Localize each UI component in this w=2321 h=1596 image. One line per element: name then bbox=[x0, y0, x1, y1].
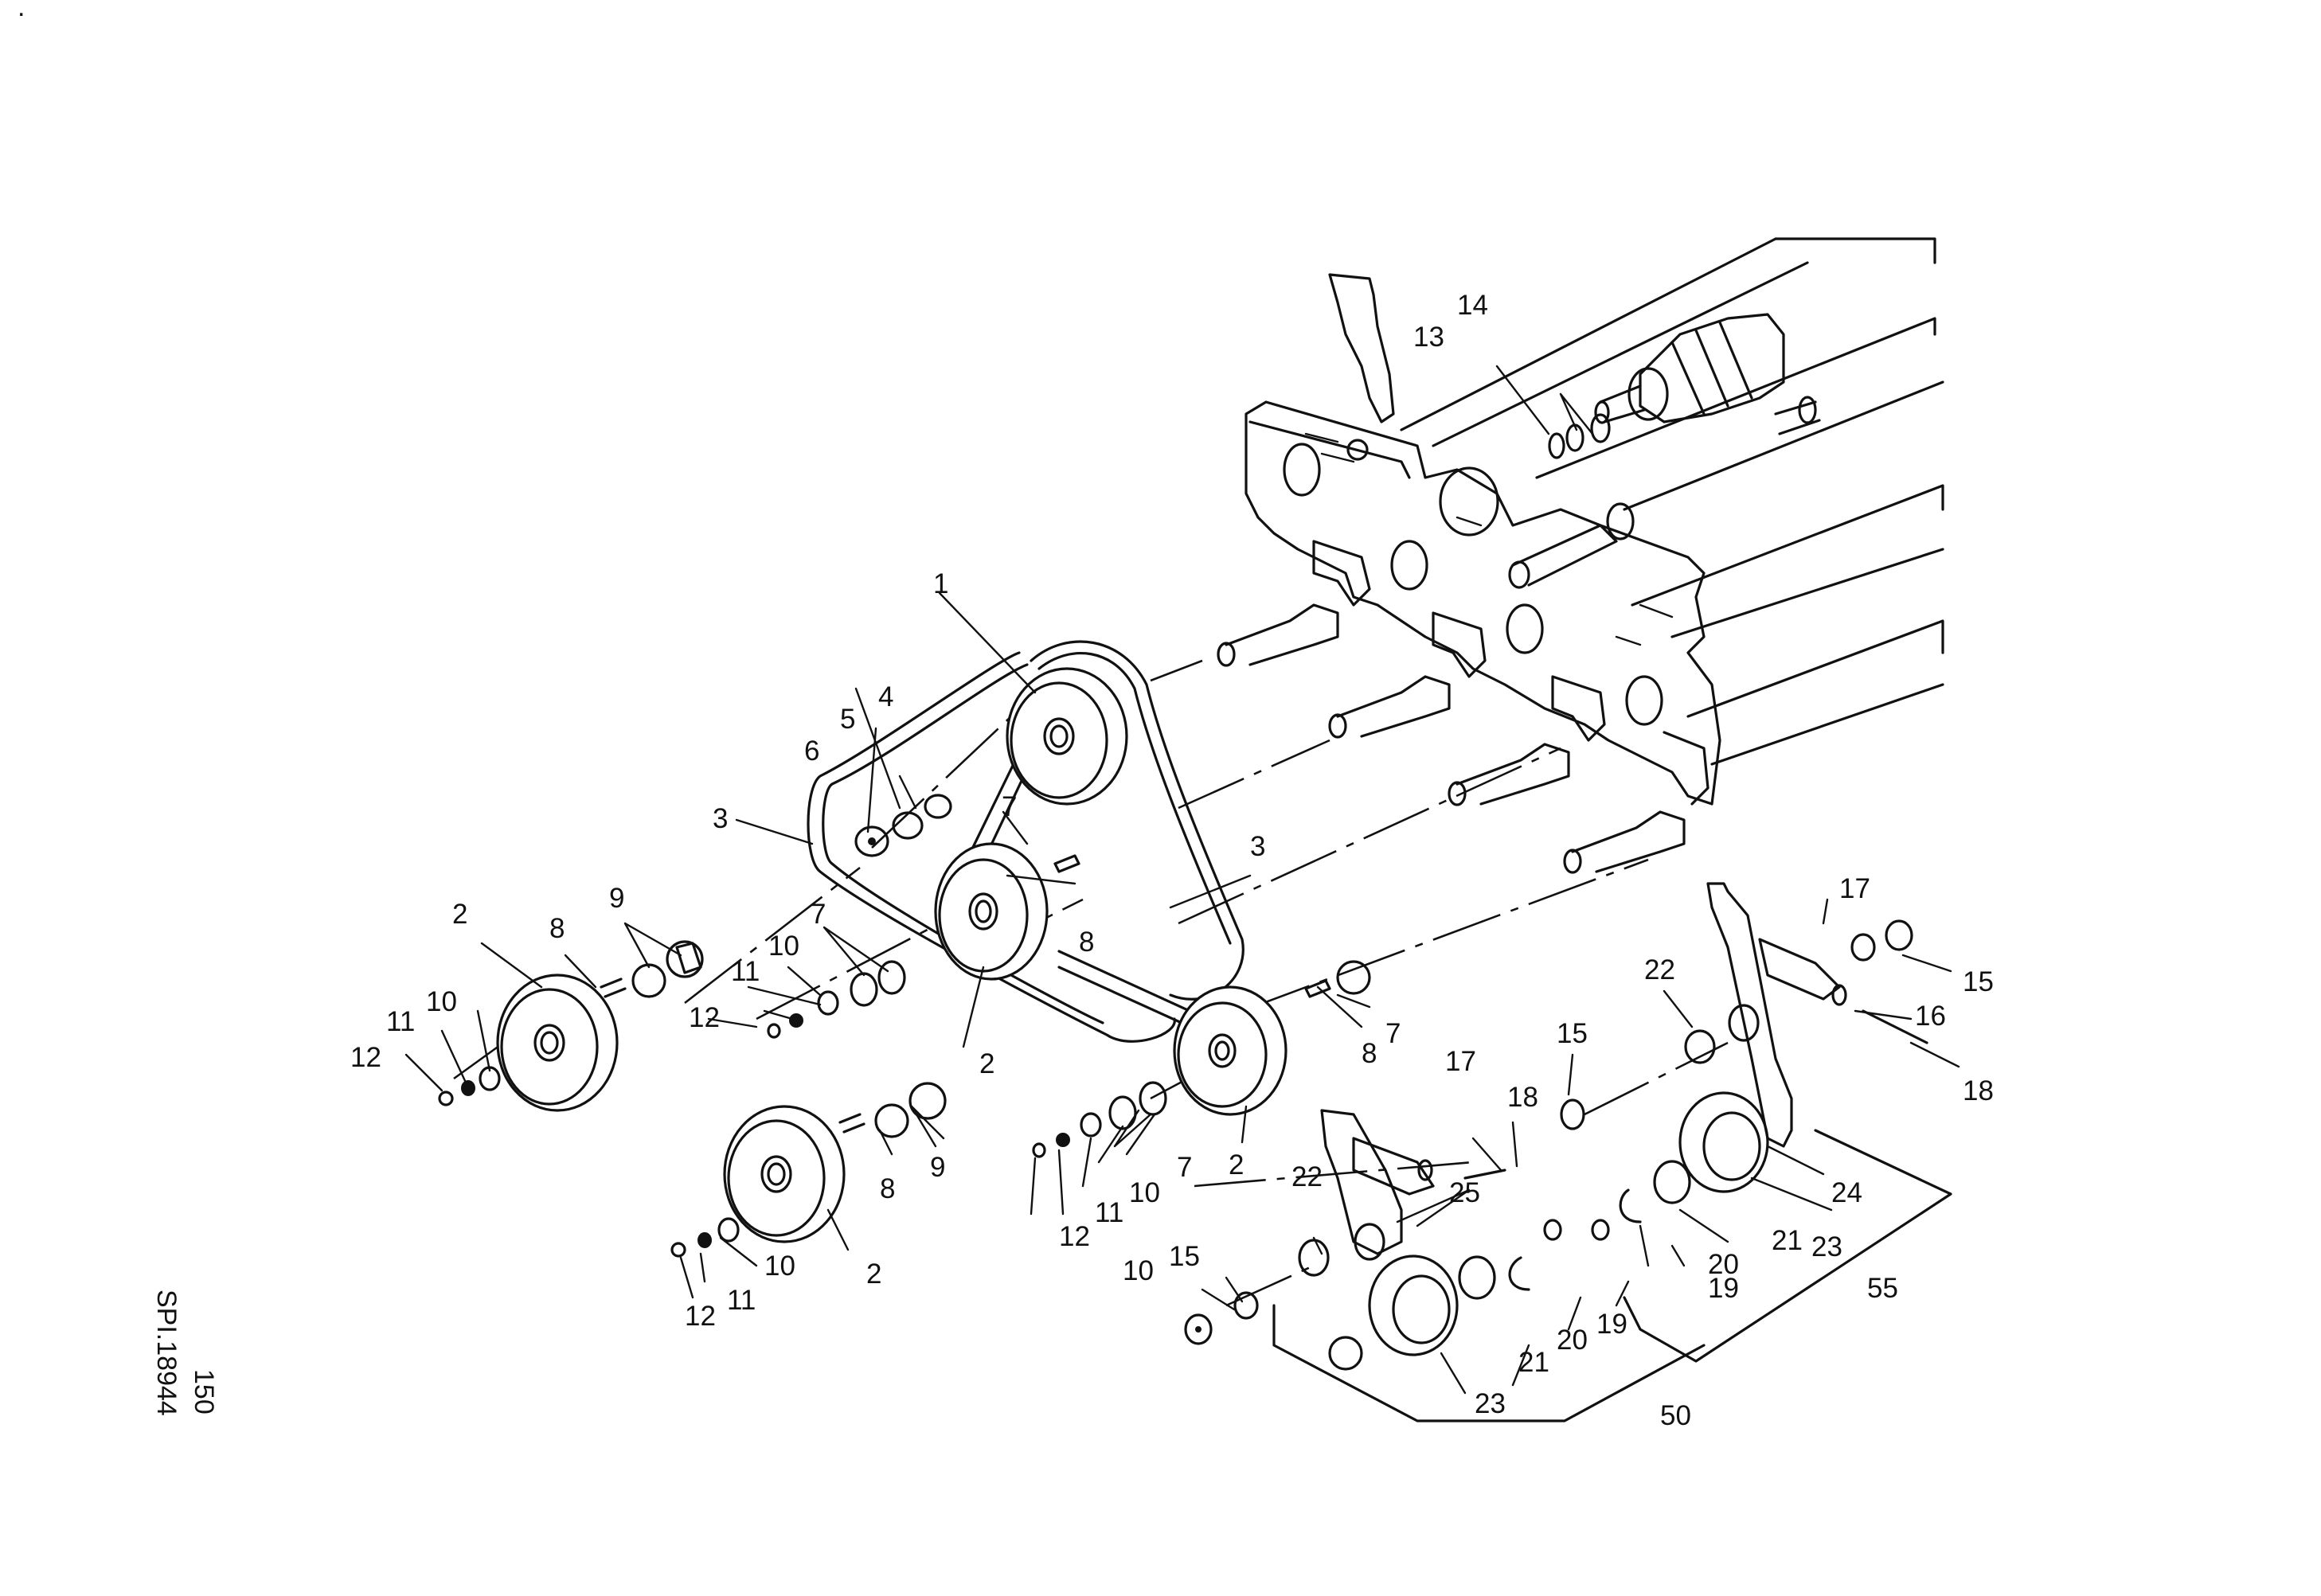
callout-3: 3 bbox=[713, 803, 728, 834]
callout-2: 2 bbox=[1229, 1149, 1244, 1180]
pulley-left-lower bbox=[723, 1105, 846, 1243]
roller-shafts bbox=[1217, 502, 1686, 874]
callout-16: 16 bbox=[1915, 1001, 1946, 1032]
drawing-reference: SPI.18944 bbox=[151, 1290, 182, 1416]
callout-50: 50 bbox=[1660, 1400, 1691, 1431]
callout-23: 23 bbox=[1811, 1231, 1842, 1262]
frame-housing bbox=[1245, 237, 1944, 806]
callout-7: 7 bbox=[1177, 1152, 1192, 1183]
callout-5: 5 bbox=[840, 704, 855, 735]
callout-24: 24 bbox=[1831, 1177, 1862, 1208]
callout-21: 21 bbox=[1518, 1347, 1549, 1378]
callout-11: 11 bbox=[731, 956, 760, 987]
callout-8: 8 bbox=[1362, 1038, 1377, 1069]
corner-mark: . bbox=[18, 0, 25, 22]
callout-9: 9 bbox=[609, 883, 624, 914]
callout-10: 10 bbox=[1123, 1255, 1154, 1286]
small-hardware bbox=[438, 794, 1371, 1258]
pulley-left-upper bbox=[496, 974, 619, 1112]
callout-25: 25 bbox=[1449, 1177, 1480, 1208]
callout-11: 11 bbox=[1095, 1197, 1123, 1228]
callout-3: 3 bbox=[1250, 831, 1265, 862]
callout-12: 12 bbox=[350, 1042, 381, 1073]
callout-11: 11 bbox=[386, 1006, 415, 1037]
callout-2: 2 bbox=[452, 899, 467, 930]
callout-15: 15 bbox=[1169, 1241, 1200, 1272]
callout-20: 20 bbox=[1708, 1249, 1739, 1280]
callout-8: 8 bbox=[880, 1173, 895, 1204]
drive-belts bbox=[807, 640, 1245, 1043]
callout-13: 13 bbox=[1413, 322, 1444, 353]
callout-10: 10 bbox=[764, 1251, 795, 1282]
callout-7: 7 bbox=[1002, 791, 1017, 822]
callout-10: 10 bbox=[1129, 1177, 1160, 1208]
page-number: 150 bbox=[189, 1369, 219, 1415]
callout-12: 12 bbox=[685, 1301, 716, 1332]
callout-8: 8 bbox=[1079, 927, 1094, 958]
callout-21: 21 bbox=[1772, 1225, 1803, 1256]
callout-11: 11 bbox=[727, 1285, 756, 1316]
callout-7: 7 bbox=[811, 899, 826, 930]
callout-55: 55 bbox=[1867, 1273, 1898, 1304]
callout-18: 18 bbox=[1507, 1082, 1538, 1113]
tensioner-arm-right bbox=[1560, 882, 1928, 1241]
callout-19: 19 bbox=[1708, 1273, 1739, 1304]
callout-22: 22 bbox=[1644, 954, 1675, 985]
assembly-brackets bbox=[1272, 1129, 1952, 1422]
leader-lines bbox=[404, 365, 1960, 1395]
callout-4: 4 bbox=[878, 681, 893, 712]
callout-18: 18 bbox=[1963, 1075, 1994, 1106]
callout-8: 8 bbox=[549, 913, 565, 944]
callout-17: 17 bbox=[1445, 1046, 1476, 1077]
callout-15: 15 bbox=[1557, 1018, 1588, 1049]
callout-20: 20 bbox=[1557, 1325, 1588, 1356]
callout-15: 15 bbox=[1963, 966, 1994, 997]
callout-9: 9 bbox=[930, 1152, 945, 1183]
callout-23: 23 bbox=[1475, 1388, 1506, 1419]
callout-2: 2 bbox=[866, 1258, 881, 1290]
hydraulic-motor bbox=[1548, 313, 1821, 459]
callout-14: 14 bbox=[1457, 290, 1488, 321]
callout-19: 19 bbox=[1596, 1309, 1627, 1340]
tensioner-arm-left bbox=[1184, 1109, 1562, 1371]
callout-1: 1 bbox=[933, 568, 948, 599]
callout-17: 17 bbox=[1839, 873, 1870, 904]
pulley-right bbox=[1173, 985, 1287, 1116]
callout-10: 10 bbox=[768, 931, 799, 962]
pulley-top bbox=[1006, 667, 1128, 806]
callout-10: 10 bbox=[426, 986, 457, 1017]
part-callouts: 1 2 2 2 2 2 3 3 4 5 6 7 7 7 7 8 8 8 8 9 … bbox=[350, 290, 1994, 1431]
callout-6: 6 bbox=[804, 736, 819, 767]
callout-12: 12 bbox=[1059, 1221, 1090, 1252]
pulley-middle bbox=[934, 842, 1049, 981]
callout-22: 22 bbox=[1291, 1161, 1323, 1192]
callout-7: 7 bbox=[1385, 1018, 1401, 1049]
callout-12: 12 bbox=[689, 1002, 720, 1033]
callout-2: 2 bbox=[979, 1048, 994, 1079]
